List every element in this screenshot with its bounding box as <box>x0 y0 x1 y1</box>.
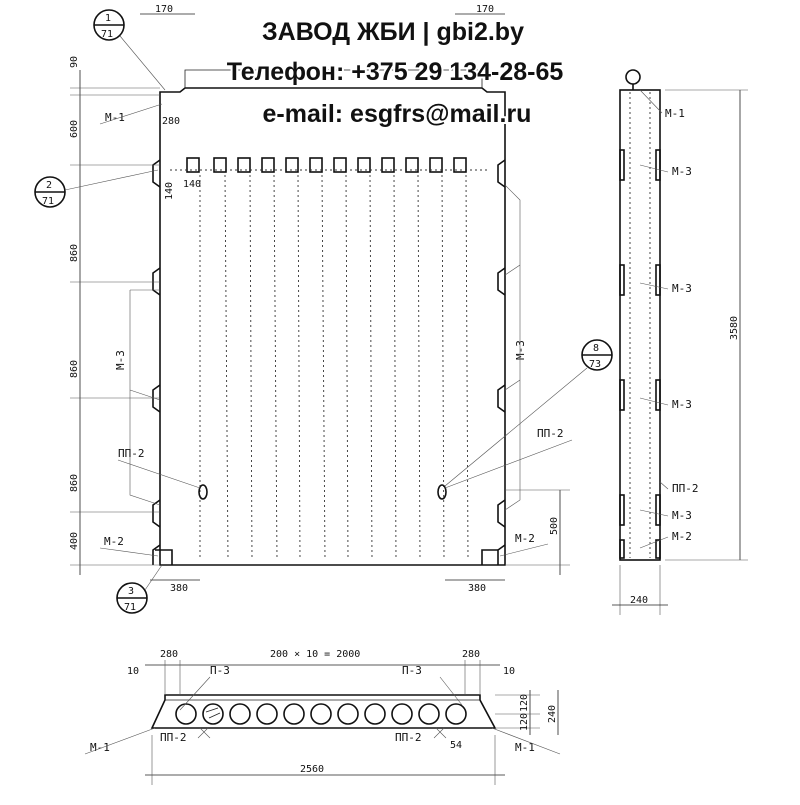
callout-8: 8 73 <box>444 339 613 487</box>
plate-m2-left <box>155 549 173 565</box>
label-m1-plan-right: М-1 <box>515 741 535 754</box>
label-pp2-plan-left: ПП-2 <box>160 731 187 744</box>
label-m1-side: М-1 <box>665 107 685 120</box>
svg-text:2: 2 <box>46 180 52 191</box>
svg-text:73: 73 <box>589 359 601 370</box>
label-pp2-plan-right: ПП-2 <box>395 731 422 744</box>
header-line-2: Телефон: +375 29 134-28-65 <box>227 58 564 86</box>
label-m3-side-3: М-3 <box>672 398 692 411</box>
side-view: М-1 М-3 М-3 М-3 ПП-2 М-3 М-2 3580 240 <box>612 69 748 615</box>
left-keys <box>152 159 161 565</box>
dim-2560: 2560 <box>300 764 324 775</box>
dim-860-a: 860 <box>69 244 80 262</box>
panel-outline <box>159 87 506 566</box>
dim-170-left: 170 <box>155 4 173 15</box>
label-pp2-left: ПП-2 <box>118 447 145 460</box>
plan-holes <box>175 703 467 725</box>
dim-280-left: 280 <box>162 116 180 127</box>
label-m2-left: М-2 <box>104 535 124 548</box>
svg-text:71: 71 <box>101 29 113 40</box>
dim-380-left: 380 <box>170 583 188 594</box>
side-outline <box>619 89 661 561</box>
label-m1-plan-left: М-1 <box>90 741 110 754</box>
label-p3-left: П-3 <box>210 664 230 677</box>
plan-section: 280 200 × 10 = 2000 280 10 10 П-3 П-3 ПП… <box>84 649 561 785</box>
dim-600: 600 <box>69 120 80 138</box>
front-elevation: 90 600 860 860 860 400 170 170 280 280 1… <box>69 4 573 594</box>
dim-90: 90 <box>69 56 80 68</box>
dim-240-plan: 240 <box>547 705 558 723</box>
svg-text:71: 71 <box>42 196 54 207</box>
dim-120-bot: 120 <box>519 713 530 731</box>
callout-1: 1 71 <box>93 9 166 91</box>
dim-54: 54 <box>450 740 462 751</box>
header-line-3: e-mail: esgfrs@mail.ru <box>263 100 532 128</box>
dim-280-plan-left: 280 <box>160 649 178 660</box>
dim-10-left: 10 <box>127 666 139 677</box>
label-pp2-side: ПП-2 <box>672 482 699 495</box>
label-m3-side-4: М-3 <box>672 509 692 522</box>
svg-text:8: 8 <box>593 343 599 354</box>
top-edge-detail <box>184 69 483 88</box>
dim-3580: 3580 <box>729 316 740 340</box>
svg-text:71: 71 <box>124 602 136 613</box>
watermark-header: ЗАВОД ЖБИ | gbi2.by Телефон: +375 29 134… <box>225 16 566 130</box>
left-dimension-chain <box>70 70 160 575</box>
dim-140-v: 140 <box>164 182 175 200</box>
dim-240-side: 240 <box>630 595 648 606</box>
label-pp2-right: ПП-2 <box>537 427 564 440</box>
callout-2: 2 71 <box>34 169 159 208</box>
callout-3: 3 71 <box>116 564 163 614</box>
label-m3-left: М-3 <box>114 350 127 370</box>
svg-text:3: 3 <box>128 586 134 597</box>
label-m1-front: М-1 <box>105 111 125 124</box>
dim-380-right: 380 <box>468 583 486 594</box>
dim-280-plan-right: 280 <box>462 649 480 660</box>
dim-860-c: 860 <box>69 474 80 492</box>
side-lifting-loop <box>625 69 641 85</box>
side-inserts <box>619 149 661 559</box>
dim-400: 400 <box>69 532 80 550</box>
dim-200x10: 200 × 10 = 2000 <box>270 649 360 660</box>
label-m2-right: М-2 <box>515 532 535 545</box>
svg-text:1: 1 <box>105 13 111 24</box>
header-line-1: ЗАВОД ЖБИ | gbi2.by <box>262 18 524 46</box>
dim-10-right: 10 <box>503 666 515 677</box>
dim-500: 500 <box>549 517 560 535</box>
right-keys <box>497 159 506 565</box>
loop-pp2-right <box>437 484 447 500</box>
plate-m2-right <box>481 549 498 565</box>
dim-140-h: 140 <box>183 179 201 190</box>
label-m3-side-1: М-3 <box>672 165 692 178</box>
label-m3-right: М-3 <box>514 340 527 360</box>
top-openings <box>170 157 490 173</box>
hollow-cores <box>199 174 469 561</box>
dim-120-top: 120 <box>519 694 530 712</box>
dim-280-right: 280 <box>485 116 503 127</box>
label-p3-right: П-3 <box>402 664 422 677</box>
loop-pp2-left <box>198 484 208 500</box>
dim-860-b: 860 <box>69 360 80 378</box>
label-m3-side-2: М-3 <box>672 282 692 295</box>
label-m2-side: М-2 <box>672 530 692 543</box>
dim-170-right: 170 <box>476 4 494 15</box>
